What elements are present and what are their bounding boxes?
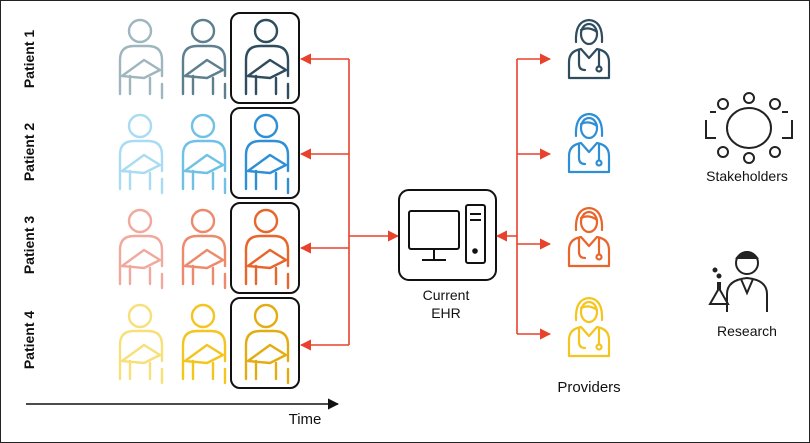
patient-figure-3-3	[244, 208, 290, 290]
research-icon	[708, 251, 768, 312]
providers-label: Providers	[557, 379, 620, 396]
patient-figure-2-3	[244, 113, 290, 195]
patient-figure-3-1	[118, 208, 164, 290]
patient-ehr-connectors	[299, 53, 400, 351]
stakeholders-label: Stakeholders	[706, 168, 788, 184]
patient-figure-3-2	[181, 208, 227, 290]
ehr-label-line1: Current	[423, 287, 470, 303]
patient-label-4: Patient 4	[21, 311, 37, 370]
latest-visit-box-4	[230, 297, 300, 389]
provider-figure-2	[567, 112, 611, 174]
ehr-label-line2: EHR	[431, 305, 461, 321]
patient-label-2: Patient 2	[21, 123, 37, 182]
stakeholders-icon	[705, 92, 793, 164]
patient-figure-2-2	[181, 113, 227, 195]
ehr-provider-connectors	[495, 53, 552, 340]
patient-figure-4-3	[244, 303, 290, 385]
provider-figure-1	[567, 18, 611, 80]
provider-figures	[567, 18, 611, 358]
patient-figure-4-2	[181, 303, 227, 385]
patient-figure-4-1	[118, 303, 164, 385]
patient-figure-1-1	[118, 18, 164, 100]
latest-visit-box-2	[230, 107, 300, 199]
patient-label-1: Patient 1	[21, 30, 37, 89]
latest-visit-box-1	[230, 12, 300, 104]
patient-label-3: Patient 3	[21, 216, 37, 275]
patient-figure-2-1	[118, 113, 164, 195]
patient-figure-1-3	[244, 18, 290, 100]
time-label: Time	[289, 411, 322, 428]
provider-figure-3	[567, 206, 611, 268]
provider-figure-4	[567, 296, 611, 358]
patient-figures	[118, 18, 290, 385]
latest-visit-box-3	[230, 202, 300, 294]
research-label: Research	[717, 323, 777, 339]
patient-figure-1-2	[181, 18, 227, 100]
ehr-computer-icon	[398, 189, 497, 281]
